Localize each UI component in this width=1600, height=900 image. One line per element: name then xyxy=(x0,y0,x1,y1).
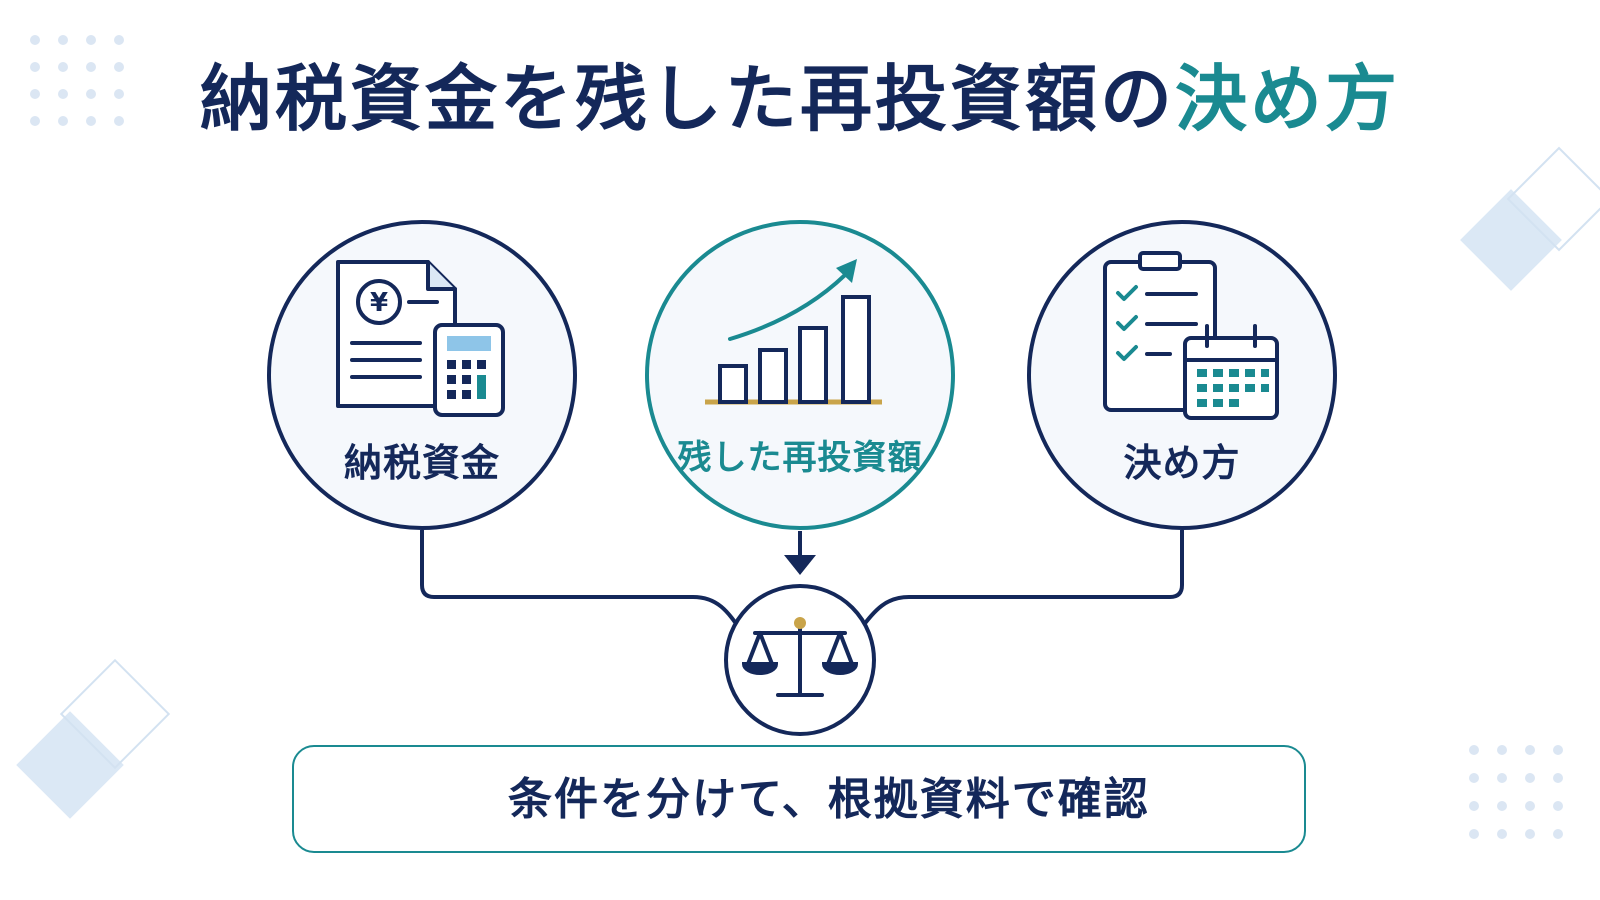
diamond-deco-bottom-left xyxy=(16,658,171,819)
dot-grid-top-left xyxy=(30,35,124,126)
page-title: 納税資金を残した再投資額の決め方 xyxy=(0,56,1600,142)
growth-bar-chart-icon xyxy=(705,259,882,405)
balance-scale-icon xyxy=(741,617,859,697)
checklist-calendar-icon xyxy=(1103,251,1279,420)
connector-lines xyxy=(420,530,1184,634)
dot-grid-bottom-right xyxy=(1469,745,1563,839)
currency-symbol: ¥ xyxy=(370,288,388,318)
label-method: 決め方 xyxy=(1123,441,1241,485)
label-reinvestment: 残した再投資額 xyxy=(677,438,923,478)
bottom-note-text: 条件を分けて、根拠資料で確認 xyxy=(508,774,1150,825)
label-tax-funds: 納税資金 xyxy=(343,441,500,485)
title-accent: 決め方 xyxy=(1175,57,1401,141)
diamond-deco-top-right xyxy=(1460,146,1600,291)
title-main: 納税資金を残した再投資額の xyxy=(199,57,1175,141)
tax-document-calculator-icon xyxy=(336,260,505,417)
bottom-note-box xyxy=(292,745,1306,853)
arrow-down-icon xyxy=(784,555,816,575)
